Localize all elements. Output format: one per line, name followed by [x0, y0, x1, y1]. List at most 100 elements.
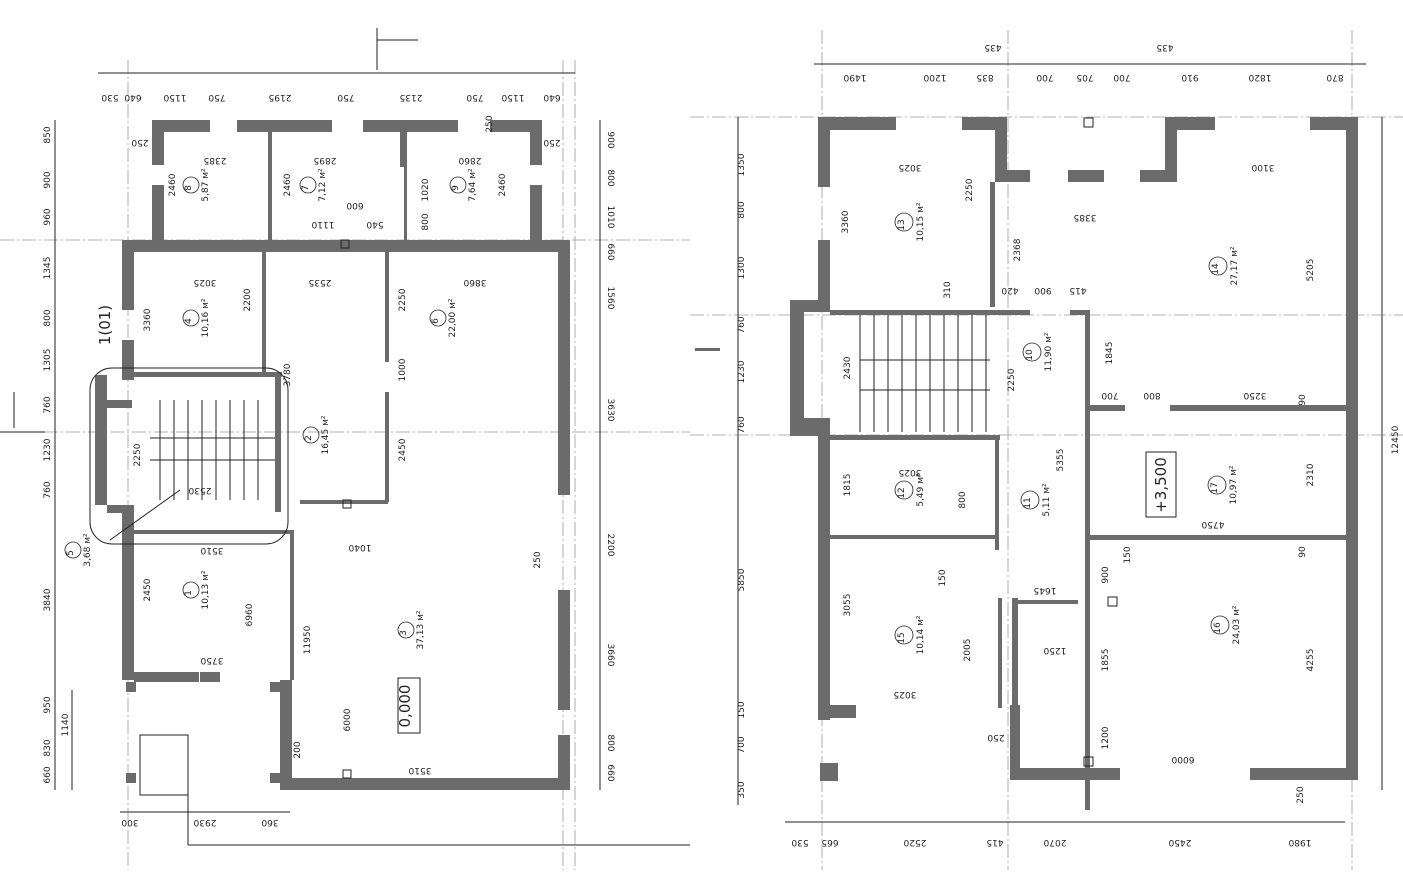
dimension-label: 435: [984, 42, 1001, 52]
dimension-label: 700: [1036, 72, 1053, 82]
room-number-circle: [64, 541, 82, 559]
dimension-label: 750: [208, 92, 225, 102]
dimension-label: 2460: [168, 173, 178, 196]
dimension-label: 665: [821, 837, 838, 847]
dimension-label: 2310: [1306, 463, 1316, 486]
room-area: 10,97 м²: [1229, 465, 1239, 504]
room-number: 5: [66, 550, 76, 556]
dimension-label: 900: [605, 131, 615, 148]
room-area: 10,16 м²: [201, 298, 211, 337]
wall: [262, 252, 266, 372]
wall: [695, 348, 720, 351]
room-number: 8: [184, 185, 194, 191]
dimension-label: 6000: [343, 708, 353, 731]
dimension-label: 2520: [903, 837, 926, 847]
wall: [790, 300, 804, 430]
dimension-label: 640: [543, 92, 560, 102]
dimension-lines: [54, 63, 1383, 823]
dimension-label: 1230: [737, 360, 747, 383]
dimension-label: 900: [43, 171, 53, 188]
wall: [830, 435, 1000, 440]
wall: [385, 252, 389, 362]
dimension-label: 360: [261, 817, 278, 827]
column: [342, 499, 352, 509]
dimension-label: 420: [1001, 285, 1018, 295]
room-area: 11,90 м²: [1044, 332, 1054, 371]
room-area: 5,49 м²: [916, 473, 926, 507]
dimension-label: 2070: [1043, 837, 1066, 847]
dimension-label: 2135: [400, 92, 423, 102]
dimension-label: 750: [466, 92, 483, 102]
dimension-label: 150: [938, 569, 948, 586]
room-number: 17: [1210, 482, 1220, 493]
dimension-label: 2530: [188, 485, 211, 495]
room-number: 13: [897, 219, 907, 230]
wall: [995, 440, 999, 550]
dimension-label: 2860: [458, 155, 481, 165]
level-box: [397, 677, 421, 734]
wall: [1070, 310, 1090, 315]
dimension-label: 1020: [421, 178, 431, 201]
dimension-label: 2450: [398, 438, 408, 461]
dimension-label: 760: [737, 316, 747, 333]
room-area: 10,14 м²: [916, 615, 926, 654]
wall: [300, 500, 388, 504]
dimension-label: 800: [1143, 390, 1160, 400]
dimension-label: 1110: [311, 219, 334, 229]
dimension-label: 200: [293, 741, 303, 758]
wall: [1165, 117, 1177, 182]
dimension-label: 310: [943, 281, 953, 298]
room-number-circle: [299, 176, 317, 194]
wall: [558, 590, 570, 710]
wall: [122, 505, 134, 680]
wall: [998, 598, 1002, 708]
wall: [1085, 405, 1125, 411]
dimension-label: 2460: [283, 173, 293, 196]
dimension-label: 1040: [348, 542, 371, 552]
dimension-label: 11950: [303, 625, 313, 654]
dimension-label: 660: [43, 766, 53, 783]
dimension-label: 760: [43, 396, 53, 413]
dimension-label: 2895: [314, 155, 337, 165]
dimension-label: 2535: [309, 277, 332, 287]
dimension-label: 4750: [1201, 519, 1224, 529]
wall: [818, 430, 830, 720]
dimension-label: 3360: [841, 210, 851, 233]
wall: [1068, 170, 1104, 182]
dimension-label: 850: [43, 126, 53, 143]
dimension-label: 2250: [398, 288, 408, 311]
dimension-label: 700: [737, 736, 747, 753]
room-number-circle: [894, 212, 914, 232]
wall: [363, 120, 458, 132]
wall: [134, 672, 199, 682]
dimension-label: 3385: [1074, 212, 1097, 222]
dimension-label: 5205: [1306, 259, 1316, 282]
wall: [1165, 117, 1215, 130]
room-area: 5,11 м²: [1042, 483, 1052, 517]
room-area: 24,03 м²: [1232, 605, 1242, 644]
wall: [280, 680, 292, 780]
room-number-circle: [1208, 256, 1228, 276]
dimension-label: 3025: [894, 689, 917, 699]
wall: [385, 392, 389, 502]
dimension-label: 300: [121, 817, 138, 827]
wall: [400, 132, 404, 167]
room-area: 16,45 м²: [321, 415, 331, 454]
room-number-circle: [1020, 490, 1040, 510]
dimension-label: 435: [1156, 42, 1173, 52]
dimension-label: 750: [337, 92, 354, 102]
wall: [1090, 535, 1346, 540]
column: [1107, 596, 1118, 607]
dimension-label: 250: [1296, 786, 1306, 803]
section-mark: 1(01): [96, 305, 114, 345]
dimension-label: 250: [543, 137, 560, 147]
room-number: 1: [184, 590, 194, 596]
wall: [1010, 768, 1120, 780]
dimension-label: 1230: [43, 438, 53, 461]
room-number-circle: [894, 625, 914, 645]
room-number: 15: [897, 632, 907, 643]
dimension-label: 640: [124, 92, 141, 102]
dimension-label: 2250: [1007, 368, 1017, 391]
room-area: 7,64 м²: [468, 168, 478, 202]
dimension-label: 2250: [133, 443, 143, 466]
